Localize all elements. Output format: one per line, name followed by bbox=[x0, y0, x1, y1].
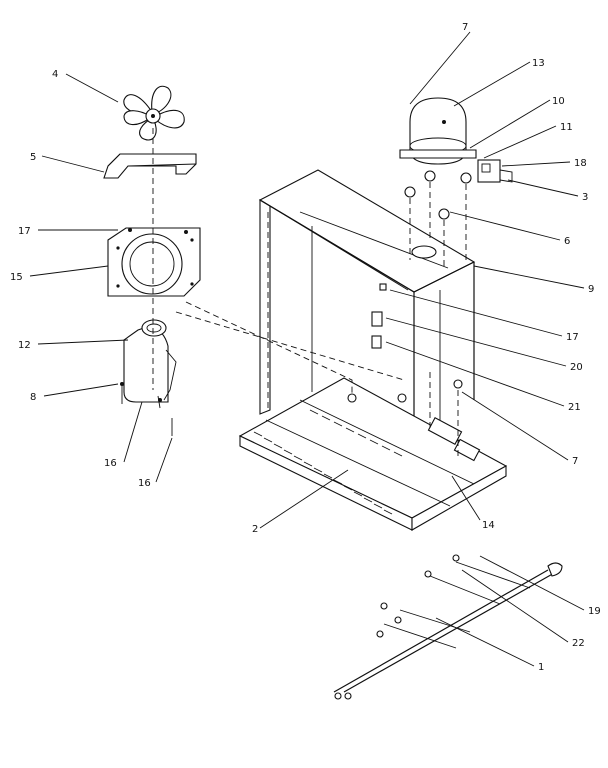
duct-motor-assembly bbox=[120, 319, 177, 436]
assembly-guides bbox=[175, 182, 467, 456]
fan-blade bbox=[123, 85, 185, 141]
callout-10: 10 bbox=[552, 96, 565, 107]
callout-16-left: 16 bbox=[104, 458, 117, 469]
callout-15: 15 bbox=[10, 272, 23, 283]
cabinet-housing bbox=[258, 169, 476, 440]
callout-2: 2 bbox=[252, 524, 258, 535]
callout-14: 14 bbox=[482, 520, 495, 531]
callout-12: 12 bbox=[18, 340, 31, 351]
control-components bbox=[371, 283, 463, 389]
callout-17-cabinet: 17 bbox=[566, 332, 579, 343]
callout-11: 11 bbox=[560, 122, 573, 133]
callout-1: 1 bbox=[538, 662, 544, 673]
callout-21: 21 bbox=[568, 402, 581, 413]
fan-shroud bbox=[107, 227, 201, 297]
compressor bbox=[399, 97, 477, 165]
callout-20: 20 bbox=[570, 362, 583, 373]
grommets bbox=[404, 170, 472, 220]
callout-labels: 4 5 17 15 12 8 16 16 7 13 10 11 18 3 6 9… bbox=[10, 22, 601, 673]
callout-9: 9 bbox=[588, 284, 594, 295]
callout-7-bottom: 7 bbox=[572, 456, 578, 467]
callout-19: 19 bbox=[588, 606, 601, 617]
callout-5: 5 bbox=[30, 152, 36, 163]
callout-17-shroud: 17 bbox=[18, 226, 31, 237]
wire-harness bbox=[333, 554, 563, 700]
callout-22: 22 bbox=[572, 638, 585, 649]
callout-7-top: 7 bbox=[462, 22, 468, 33]
callout-13: 13 bbox=[532, 58, 545, 69]
callout-4: 4 bbox=[52, 69, 58, 80]
callout-3: 3 bbox=[582, 192, 588, 203]
callout-18: 18 bbox=[574, 158, 587, 169]
callout-6: 6 bbox=[564, 236, 570, 247]
base-pan bbox=[238, 377, 508, 531]
relay-overload bbox=[477, 159, 513, 183]
callout-16-right: 16 bbox=[138, 478, 151, 489]
leader-lines bbox=[29, 31, 585, 667]
fan-bracket bbox=[103, 153, 197, 179]
callout-8: 8 bbox=[30, 392, 36, 403]
